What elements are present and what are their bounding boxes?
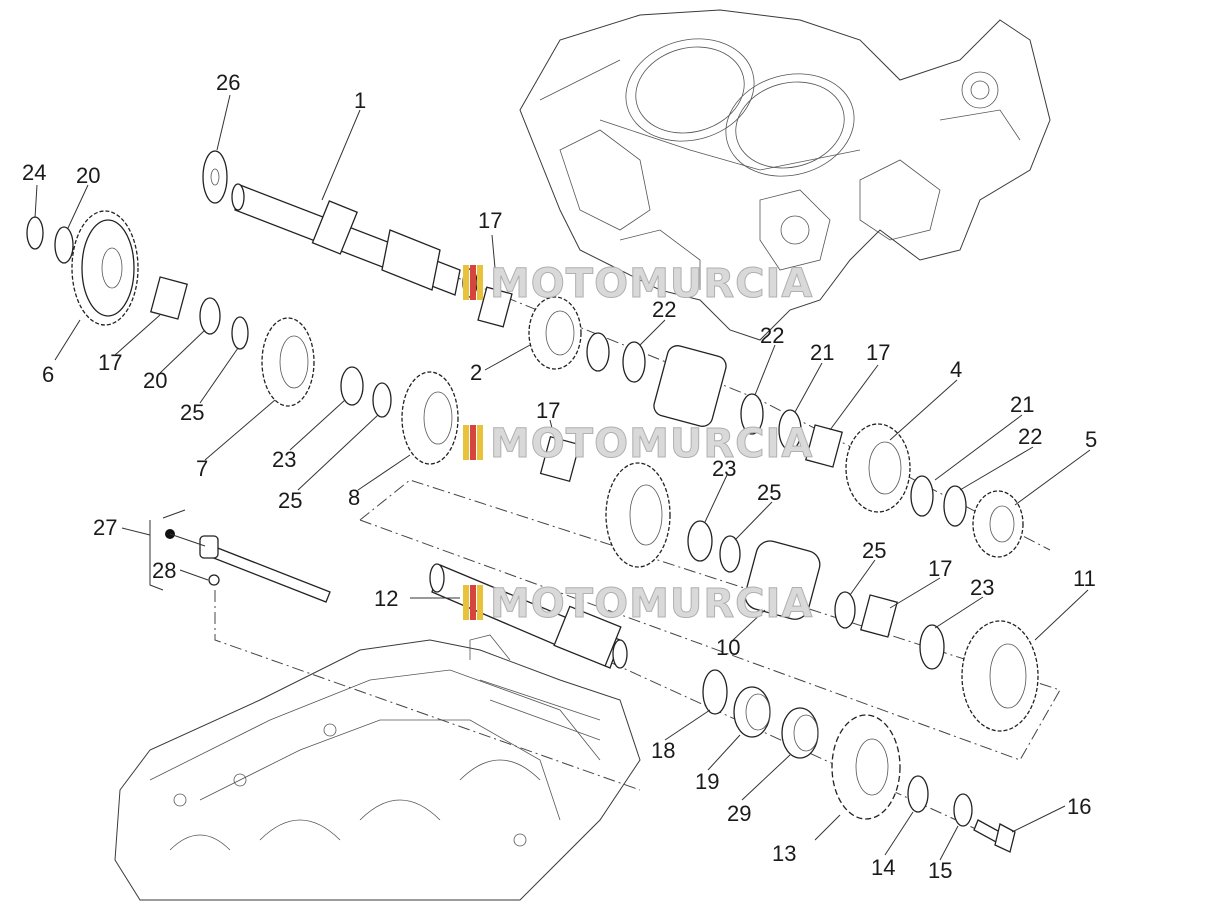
washer-22b <box>622 341 646 383</box>
circlip-18 <box>702 669 728 715</box>
gear-4 <box>845 423 911 513</box>
callout-8: 8 <box>348 485 360 510</box>
callout-25: 25 <box>757 480 781 505</box>
gear-7 <box>261 317 315 407</box>
lower-crankcase <box>114 634 641 901</box>
circlip-24 <box>26 216 44 250</box>
needle-bearing-17c <box>805 424 843 468</box>
circlip-25d <box>834 591 856 629</box>
washer-22c <box>740 393 764 435</box>
callout-20: 20 <box>143 368 167 393</box>
gear-8 <box>401 371 459 465</box>
callout-25: 25 <box>862 538 886 563</box>
bolt-16 <box>973 819 1016 853</box>
callout-17: 17 <box>928 556 952 581</box>
callout-10: 10 <box>716 635 740 660</box>
upper-crankcase <box>519 9 1051 341</box>
callout-11: 11 <box>1073 566 1096 591</box>
leader-lines <box>34 94 1091 861</box>
callout-12: 12 <box>374 586 398 611</box>
sprocket-13 <box>831 714 901 820</box>
washer-15 <box>953 793 973 827</box>
washer-20a <box>54 226 74 264</box>
gear-5 <box>972 490 1024 558</box>
gear-11 <box>961 620 1039 732</box>
svg-text:MOTOMURCIA: MOTOMURCIA <box>490 261 813 307</box>
callout-2: 2 <box>470 360 482 385</box>
callout-18: 18 <box>651 738 675 763</box>
watermark-2: MOTOMURCIA <box>463 421 813 468</box>
callout-17: 17 <box>866 340 890 365</box>
washer-14 <box>907 775 929 813</box>
bushing-19 <box>733 686 771 738</box>
callout-24: 24 <box>22 160 46 185</box>
callout-28: 28 <box>152 558 176 583</box>
callout-26: 26 <box>216 70 240 95</box>
callout-1: 1 <box>354 88 366 113</box>
callout-13: 13 <box>772 841 796 866</box>
gear-6 <box>71 210 139 326</box>
callout-25: 25 <box>278 488 302 513</box>
needle-bearing-17d <box>539 435 581 483</box>
gear-9 <box>605 462 671 568</box>
selector-rod <box>149 509 331 603</box>
needle-bearing-17e <box>860 594 898 638</box>
callout-labels: 26 1 24 20 17 6 17 20 25 7 23 25 8 2 22 … <box>22 70 1097 883</box>
washer-20b <box>199 297 221 335</box>
callout-14: 14 <box>871 855 895 880</box>
callout-5: 5 <box>1085 427 1097 452</box>
callout-22: 22 <box>760 323 784 348</box>
callout-16: 16 <box>1067 794 1091 819</box>
circlip-25c <box>719 535 741 573</box>
callout-21: 21 <box>1010 392 1034 417</box>
callout-17: 17 <box>98 350 122 375</box>
callout-19: 19 <box>695 769 719 794</box>
needle-bearing-17b <box>477 286 513 328</box>
callout-22: 22 <box>1018 424 1042 449</box>
callout-25: 25 <box>180 400 204 425</box>
callout-17: 17 <box>536 398 560 423</box>
callout-29: 29 <box>727 801 751 826</box>
callout-21: 21 <box>810 340 834 365</box>
callout-23: 23 <box>970 575 994 600</box>
callout-6: 6 <box>42 362 54 387</box>
needle-bearing-17a <box>150 276 188 320</box>
watermarks: MOTOMURCIA MOTOMURCIA MOTOMURCIA <box>463 261 813 628</box>
primary-shaft <box>231 183 478 298</box>
callout-22: 22 <box>652 297 676 322</box>
bushing-29 <box>781 707 819 759</box>
circlip-21b <box>910 475 934 517</box>
washer-22d <box>943 485 967 527</box>
washer-23c <box>919 624 945 670</box>
washer-23a <box>340 366 364 406</box>
callout-4: 4 <box>950 357 962 382</box>
callout-17: 17 <box>478 208 502 233</box>
washer-23b <box>687 520 713 562</box>
watermark-1: MOTOMURCIA <box>463 261 813 308</box>
circlip-25a <box>231 316 249 350</box>
thrust-washer-26 <box>202 150 228 204</box>
callout-7: 7 <box>196 456 208 481</box>
gear-3-sliding <box>653 345 727 427</box>
circlip-21a <box>778 409 802 451</box>
callout-20: 20 <box>76 163 100 188</box>
circlip-25b <box>372 382 392 418</box>
circlip-22a <box>586 332 610 372</box>
svg-text:MOTOMURCIA: MOTOMURCIA <box>490 421 813 467</box>
watermark-3: MOTOMURCIA <box>463 581 813 628</box>
gear-2 <box>528 296 582 370</box>
svg-text:MOTOMURCIA: MOTOMURCIA <box>490 581 813 627</box>
callout-27: 27 <box>93 515 117 540</box>
gear-10 <box>744 540 821 620</box>
callout-23: 23 <box>272 447 296 472</box>
callout-23: 23 <box>712 456 736 481</box>
callout-15: 15 <box>928 858 952 883</box>
